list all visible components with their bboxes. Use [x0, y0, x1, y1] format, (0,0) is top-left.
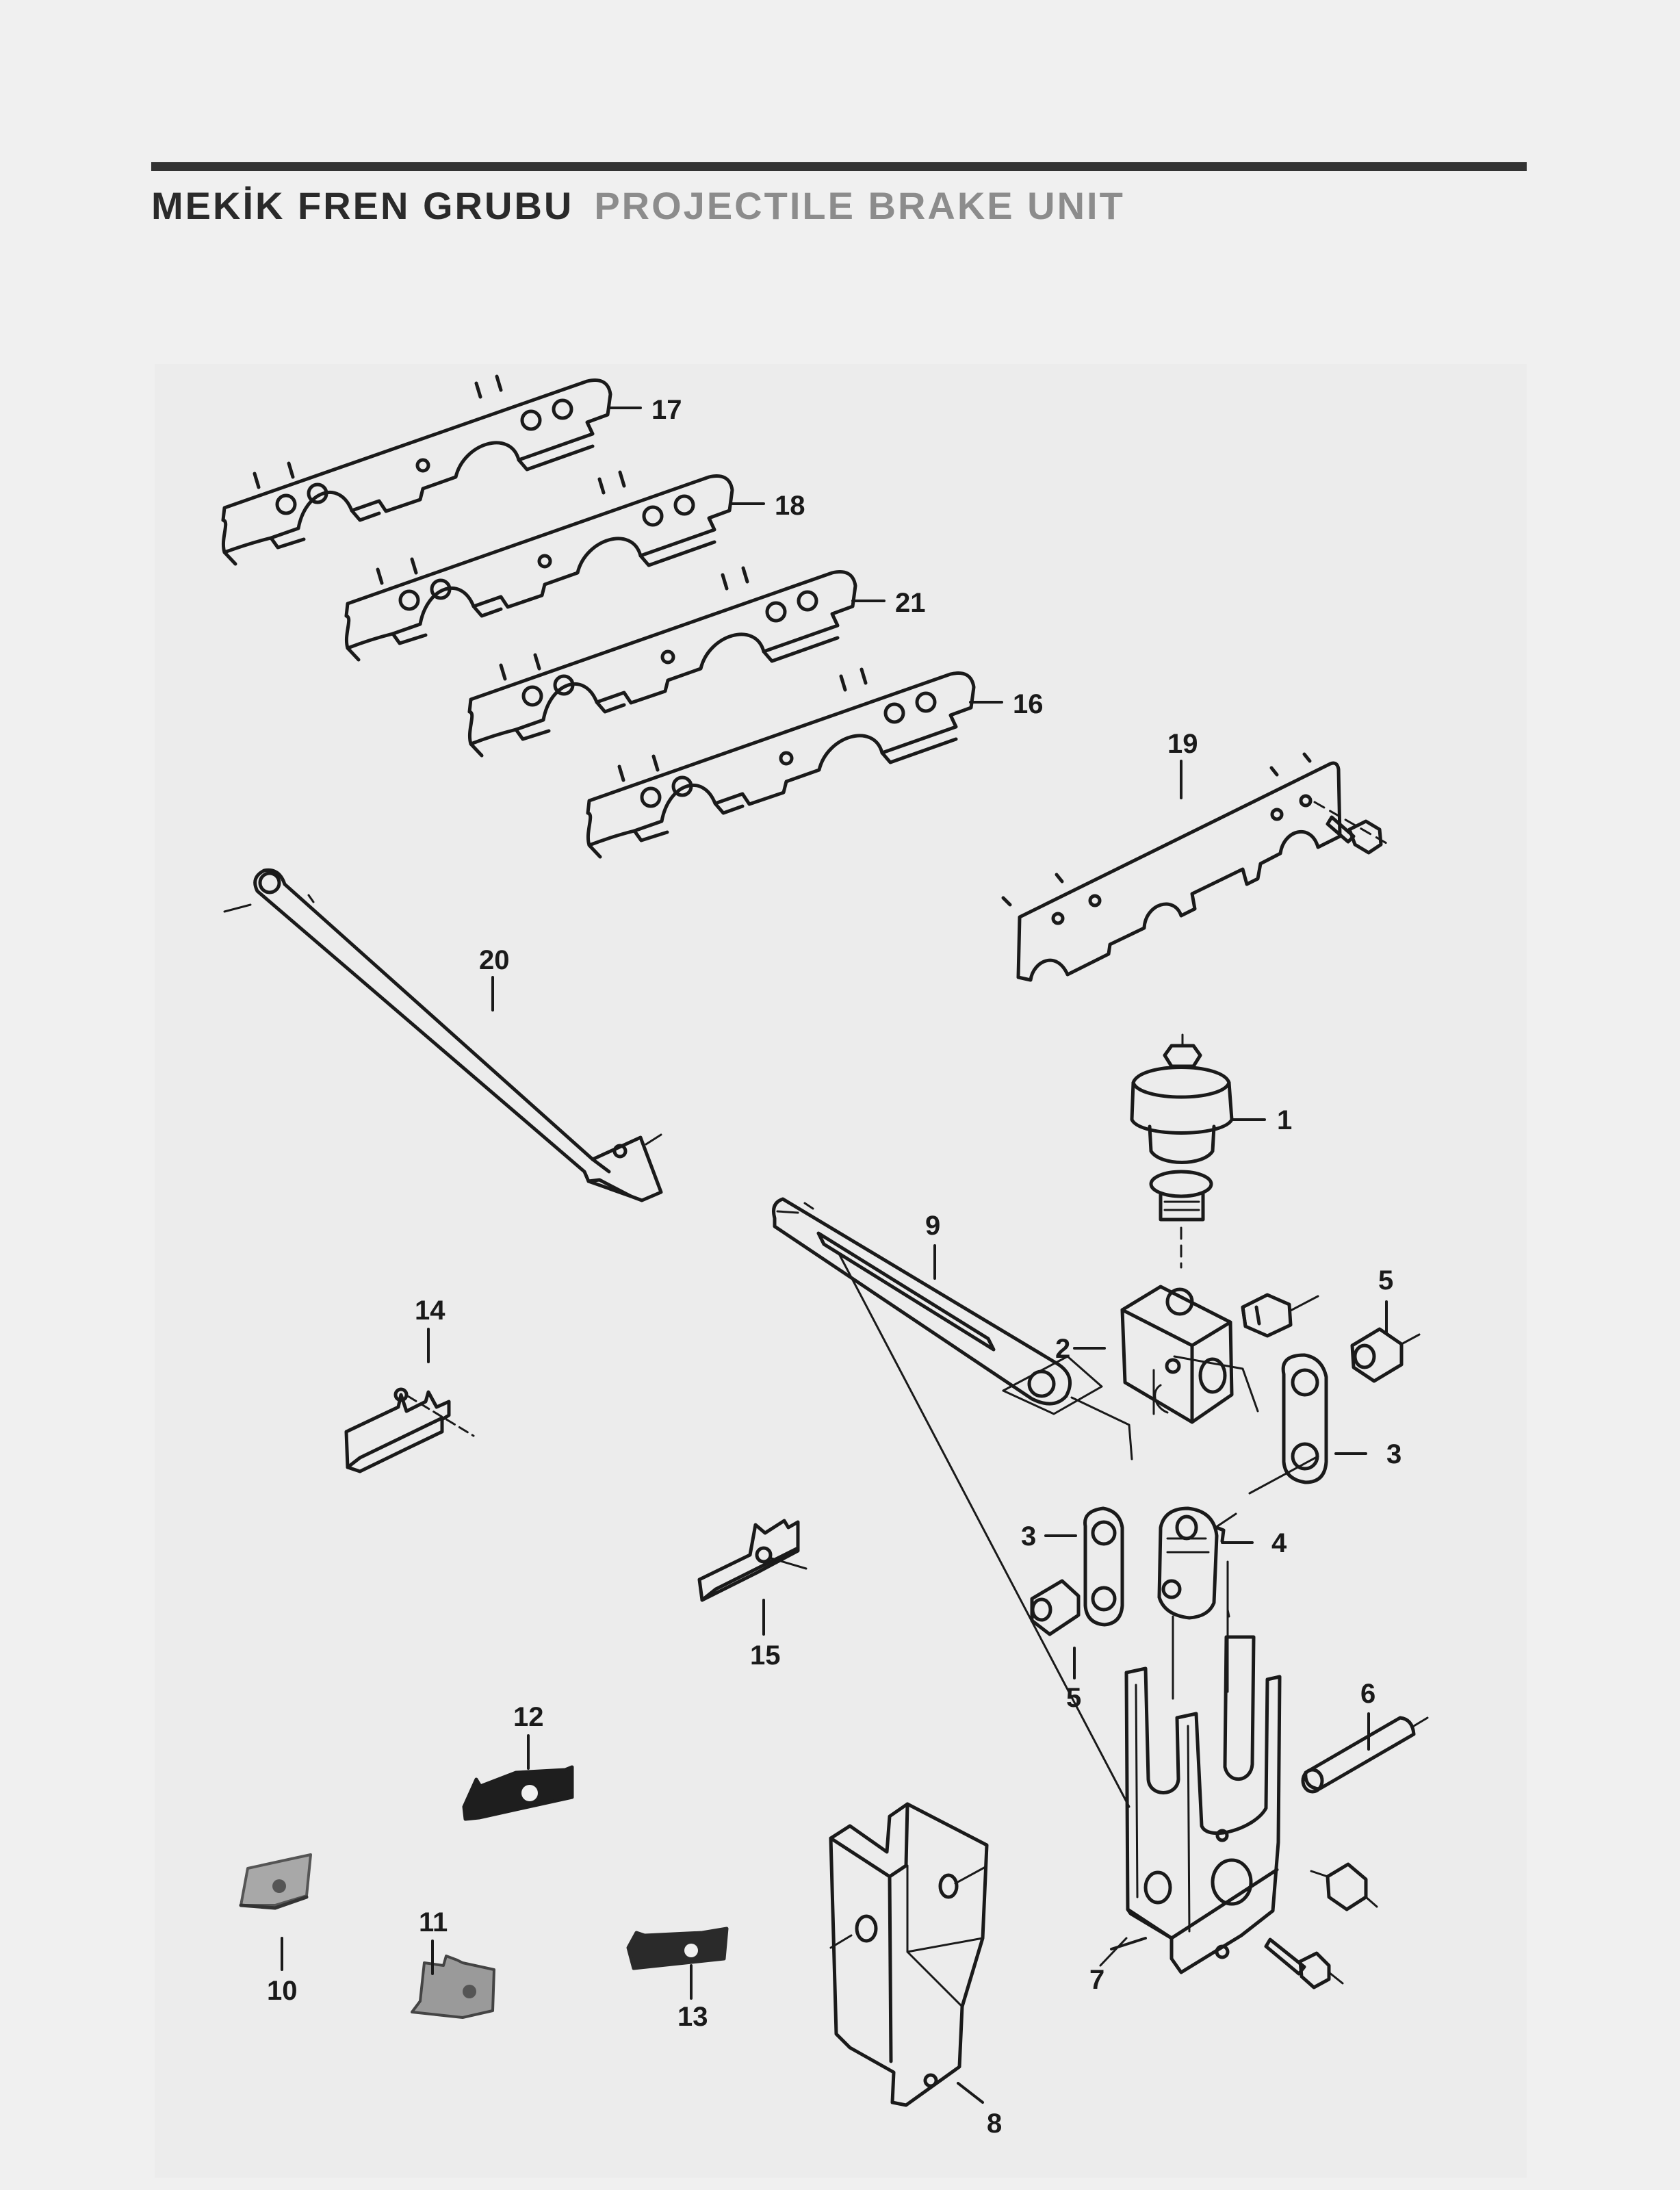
title-turkish: MEKİK FREN GRUBU	[151, 184, 574, 227]
page-title: MEKİK FREN GRUBU PROJECTILE BRAKE UNIT	[151, 183, 1125, 228]
part-17-brake-rail	[221, 374, 612, 566]
callout-5: 5	[1378, 1265, 1393, 1296]
part-5-bushing-lower	[1030, 1579, 1081, 1636]
callout-7: 7	[1089, 1965, 1104, 1995]
callout-5: 5	[1066, 1683, 1081, 1713]
part-18-brake-rail	[344, 470, 734, 662]
nut-icon	[1310, 1862, 1378, 1911]
callout-16: 16	[1013, 689, 1044, 719]
part-13-shim	[626, 1927, 729, 1970]
callout-14: 14	[415, 1296, 445, 1326]
part-19-brake-plate	[1001, 752, 1388, 982]
part-8-clevis	[829, 1802, 989, 2107]
exploded-parts-diagram: 1 2 3 3 4 5 5 6 7 8 9 10 11 12 13 14 15 …	[221, 374, 1429, 2139]
part-7-fork-body	[1099, 1635, 1282, 1974]
callout-20: 20	[479, 945, 510, 975]
part-5-bushing	[1350, 1327, 1421, 1383]
part-2-clamp-block	[1120, 1285, 1319, 1424]
part-20-link-arm	[223, 868, 663, 1202]
part-4-pivot-fork	[1157, 1506, 1237, 1700]
part-3-link-plate-lower	[1083, 1506, 1124, 1627]
callout-3: 3	[1021, 1521, 1036, 1551]
part-3-link-plate	[1248, 1353, 1328, 1495]
callout-12: 12	[513, 1702, 544, 1732]
callout-8: 8	[987, 2109, 1002, 2139]
callout-10: 10	[267, 1976, 298, 2006]
bolt-icon	[1326, 815, 1383, 855]
callout-4: 4	[1271, 1528, 1287, 1558]
callout-1: 1	[1277, 1105, 1292, 1135]
part-6-pin	[1301, 1716, 1429, 1794]
callout-9: 9	[925, 1211, 940, 1241]
callout-numbers: 1 2 3 3 4 5 5 6 7 8 9 10 11 12 13 14 15 …	[267, 395, 1401, 2139]
diagram-panel: 1 2 3 3 4 5 5 6 7 8 9 10 11 12 13 14 15 …	[155, 364, 1527, 2178]
callout-13: 13	[677, 2002, 708, 2032]
part-21-brake-rail	[467, 566, 857, 758]
part-10-shim	[239, 1853, 312, 1910]
part-14-bracket	[344, 1387, 475, 1473]
part-16-brake-rail	[586, 667, 976, 859]
title-english: PROJECTILE BRAKE UNIT	[594, 184, 1125, 227]
part-12-shim	[462, 1765, 574, 1821]
callout-2: 2	[1055, 1334, 1070, 1364]
callout-19: 19	[1167, 729, 1198, 759]
callout-11: 11	[419, 1907, 448, 1937]
screw-icon	[1264, 1937, 1344, 1989]
part-11-shim	[411, 1955, 495, 2019]
callout-21: 21	[895, 588, 926, 618]
callout-3: 3	[1386, 1439, 1401, 1469]
callout-17: 17	[651, 395, 682, 425]
callout-6: 6	[1360, 1679, 1375, 1709]
callout-18: 18	[775, 491, 805, 521]
part-15-bracket	[697, 1519, 807, 1602]
callout-15: 15	[750, 1640, 781, 1671]
part-9-slotted-arm	[772, 1197, 1103, 1415]
part-1-adjuster-knob	[1130, 1033, 1234, 1269]
leader-lines	[281, 407, 1388, 2104]
header-rule	[151, 162, 1527, 171]
